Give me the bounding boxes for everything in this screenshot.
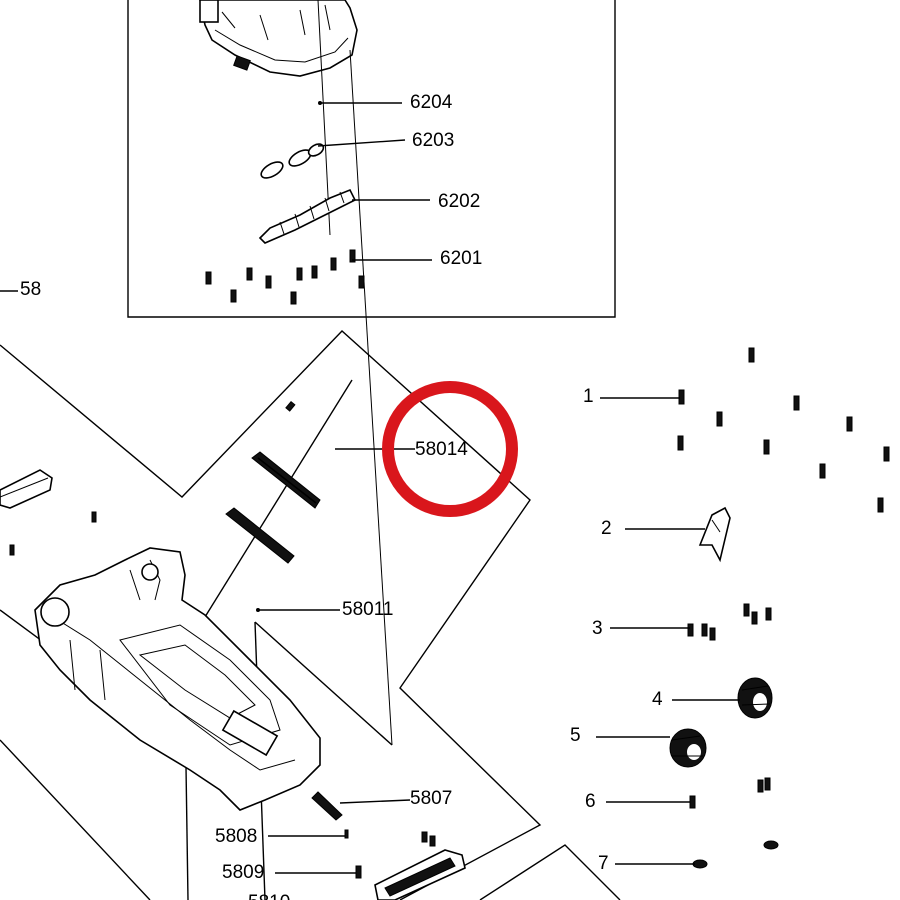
callout-6202: 6202 [438, 191, 480, 212]
part-base-housing [34, 547, 321, 811]
callout-7: 7 [598, 853, 609, 874]
callout-5810: 5810 [248, 892, 290, 900]
part-5-wheel [669, 728, 707, 768]
inset-box-62xx [127, 0, 616, 746]
callout-58011: 58011 [342, 599, 393, 620]
callout-58014: 58014 [415, 439, 468, 460]
callout-6: 6 [585, 791, 596, 812]
callout-6204: 6204 [410, 92, 453, 113]
callout-5808: 5808 [215, 826, 257, 847]
part-4-wheel [737, 677, 773, 719]
callout-2: 2 [601, 518, 612, 539]
part-6202-connector-strip [258, 188, 357, 244]
callout-5807: 5807 [410, 788, 452, 809]
callout-6201: 6201 [440, 248, 482, 269]
part-7-nut [692, 840, 779, 869]
part-6201-screws [205, 249, 365, 305]
part-bottom-connector [374, 831, 466, 900]
callout-3: 3 [592, 618, 603, 639]
part-3-screws [687, 603, 772, 641]
callout-6203: 6203 [412, 130, 454, 151]
callout-1: 1 [583, 386, 594, 407]
inset-box-58xx [0, 330, 621, 900]
callout-58: 58 [20, 279, 41, 300]
part-6203-connectors [260, 143, 325, 179]
callout-4: 4 [652, 689, 663, 710]
part-2-bracket [698, 506, 731, 563]
part-side-rail [0, 469, 97, 556]
callout-5: 5 [570, 725, 581, 746]
part-6-screws [689, 777, 771, 809]
hardware-screws-1 [677, 347, 890, 513]
part-rubber-strips [225, 400, 321, 564]
highlight-circle [382, 381, 518, 517]
callout-5809: 5809 [222, 862, 264, 883]
